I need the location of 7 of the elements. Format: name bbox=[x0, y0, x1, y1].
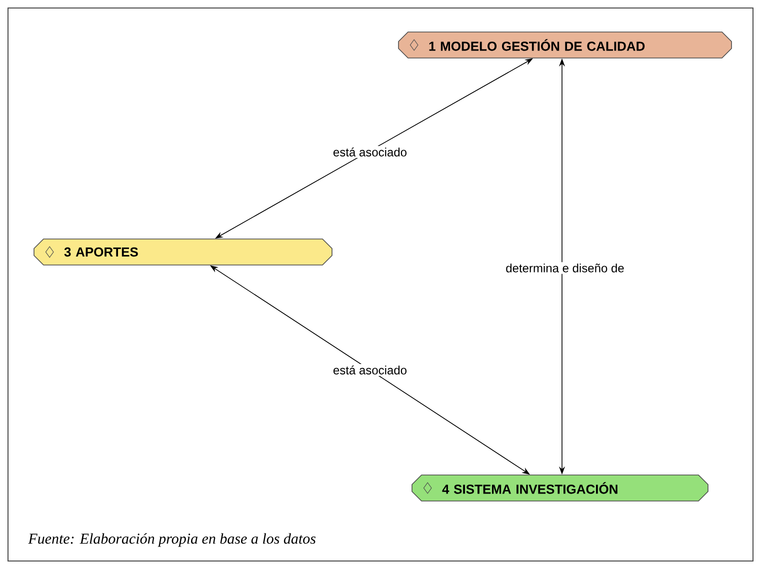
concept-box: 4 SISTEMA INVESTIGACIÓN bbox=[412, 474, 708, 502]
edge-label: está asociado bbox=[331, 146, 409, 158]
concept-box: 3 APORTES bbox=[34, 238, 332, 266]
edge-label: determina e diseño de bbox=[504, 262, 626, 274]
caption: Fuente: Elaboración propia en base a los datos bbox=[28, 533, 316, 547]
concept-box: 1 MODELO GESTIÓN DE CALIDAD bbox=[398, 32, 732, 58]
edge-label: está asociado bbox=[331, 364, 409, 376]
